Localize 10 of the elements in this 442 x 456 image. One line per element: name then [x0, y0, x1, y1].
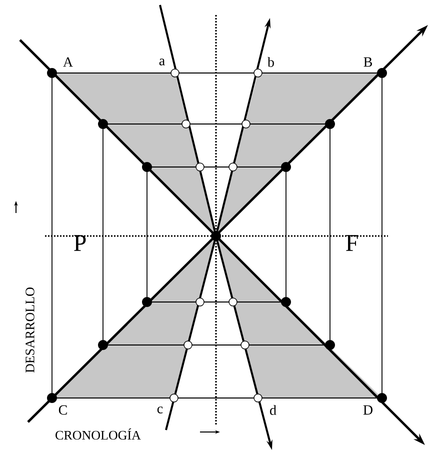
text-label: b — [268, 57, 274, 67]
text-label: c — [157, 406, 163, 414]
text-label: D — [363, 405, 372, 415]
text-label: CRONOLOGÍA — [56, 428, 141, 440]
text-label: d — [270, 405, 276, 415]
text-label: DESARROLLO — [26, 288, 34, 373]
text-label: A — [63, 57, 73, 67]
text-label: a — [159, 58, 165, 66]
text-label: B — [364, 57, 372, 67]
text-label: C — [58, 405, 67, 415]
